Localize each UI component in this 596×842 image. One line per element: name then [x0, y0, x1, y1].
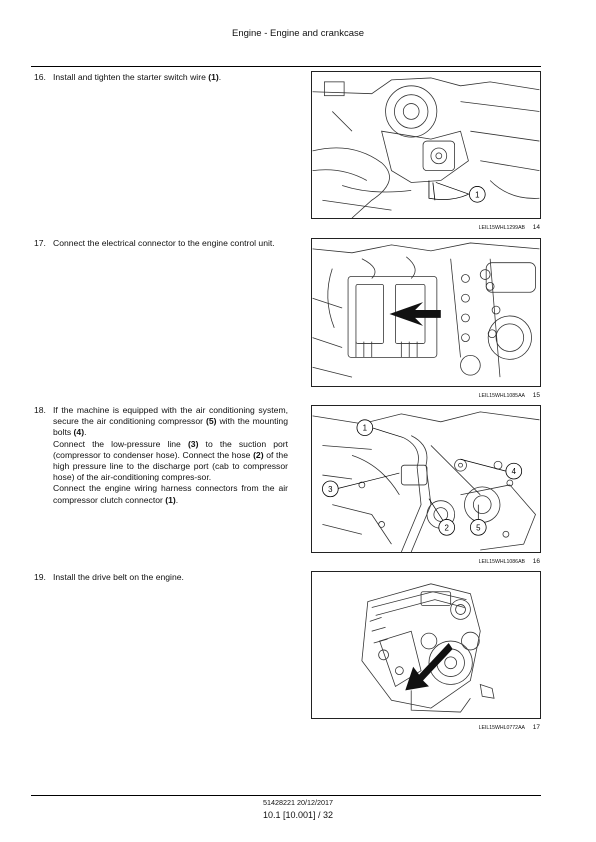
- callout-label: 3: [328, 485, 333, 494]
- figure-caption: LEIL15WHL0772AA 17: [311, 723, 541, 733]
- callout-label: 2: [445, 523, 449, 532]
- callout-label: 1: [475, 190, 479, 199]
- figure-number: 16: [532, 558, 540, 565]
- figure-engine-control-unit: [311, 238, 541, 387]
- step-17: 17. Connect the electrical connector to …: [34, 238, 288, 249]
- figure-code: LEIL15WHL1085AA: [478, 393, 525, 399]
- step-text: Connect the engine wiring harness connec…: [53, 483, 288, 505]
- callout-marker: [322, 480, 339, 498]
- document-reference: 51428221 20/12/2017: [263, 798, 333, 807]
- arrow-icon: [405, 643, 453, 691]
- step-text: Install and tighten the starter switch w…: [53, 72, 222, 82]
- callout-marker: [469, 519, 487, 536]
- callout-label: 1: [363, 424, 367, 433]
- figure-ac-compressor: 1 3 4 2 5: [311, 405, 541, 553]
- step-number: 16.: [34, 72, 46, 82]
- footer-rule: [31, 795, 541, 796]
- figure-code: LEIL15WHL1299AB: [478, 225, 525, 231]
- header-rule: [31, 66, 541, 67]
- step-number: 18.: [34, 405, 46, 415]
- arrow-icon: [389, 302, 441, 326]
- figure-number: 15: [532, 392, 540, 399]
- callout-label: 4: [512, 467, 517, 476]
- figure-drive-belt: [311, 571, 541, 719]
- figure-caption: LEIL15WHL1085AA 15: [311, 391, 541, 401]
- figure-code: LEIL15WHL1086AB: [478, 559, 525, 565]
- step-number: 17.: [34, 238, 46, 248]
- page-title: Engine - Engine and crankcase: [231, 28, 365, 39]
- callout-reference: (4): [73, 427, 85, 438]
- ac-compressor-illustration: 1 3 4 2 5: [312, 411, 540, 552]
- figure-starter-switch-wire: 1: [311, 71, 541, 219]
- figure-caption: LEIL15WHL1086AB 16: [311, 557, 541, 567]
- figure-code: LEIL15WHL0772AA: [478, 725, 525, 731]
- callout-reference: (2): [253, 449, 264, 460]
- callout-label: 5: [476, 523, 481, 532]
- step-19: 19. Install the drive belt on the engine…: [34, 572, 288, 583]
- starter-switch-illustration: 1: [312, 77, 540, 218]
- callout-reference: (1): [208, 72, 219, 82]
- page-number: 10.1 [10.001] / 32: [262, 810, 334, 820]
- callout-marker: [356, 419, 374, 436]
- figure-number: 14: [532, 224, 540, 231]
- callout-marker: [438, 519, 456, 536]
- callout-reference: (5): [205, 416, 217, 427]
- figure-caption: LEIL15WHL1299AB 14: [311, 223, 541, 233]
- step-number: 19.: [34, 572, 46, 582]
- step-18: 18. If the machine is equipped with the …: [34, 405, 288, 506]
- step-text: Install the drive belt on the engine.: [53, 572, 184, 582]
- ecu-connector-illustration: [312, 242, 540, 378]
- callout-reference: (1): [165, 494, 176, 505]
- step-16: 16. Install and tighten the starter swit…: [34, 72, 288, 83]
- callout-marker: [505, 462, 523, 480]
- callout-reference: (3): [187, 438, 199, 449]
- figure-number: 17: [532, 724, 540, 731]
- step-text: Connect the electrical connector to the …: [53, 238, 275, 248]
- step-text: If the machine is equipped with the air …: [53, 405, 288, 438]
- engine-drive-belt-illustration: [361, 583, 495, 713]
- step-text: Connect the low-pressure line (3) to the…: [53, 438, 289, 483]
